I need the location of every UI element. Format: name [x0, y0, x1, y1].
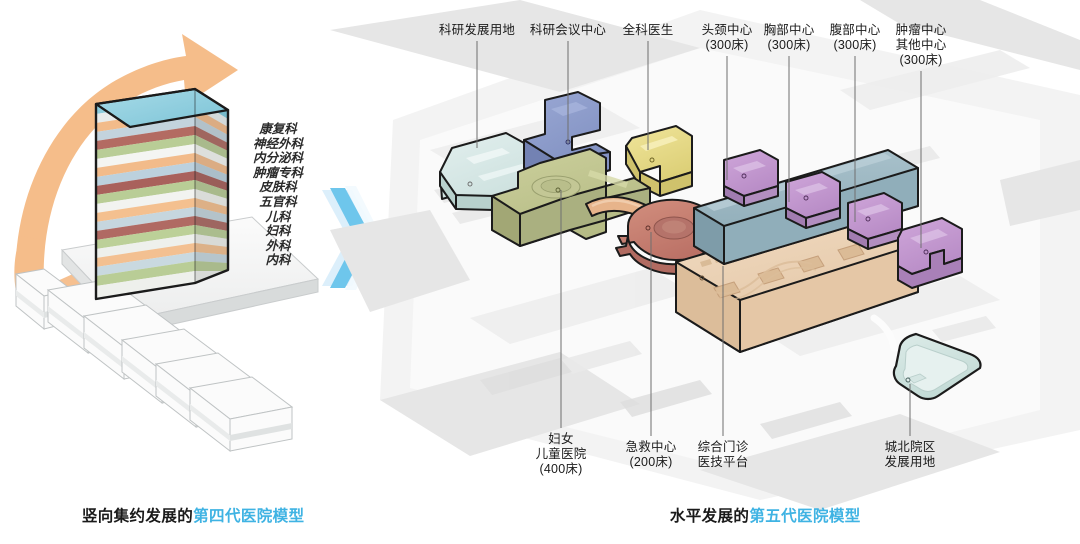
annotation-line: (300床) [833, 38, 877, 52]
annotation-line: (200床) [629, 455, 673, 469]
annotation-line: (300床) [899, 53, 943, 67]
right-caption-prefix: 水平发展的 [669, 508, 750, 525]
annotation-line: 肿瘤中心 [895, 23, 947, 37]
department-list: 康复科神经外科内分泌科肿瘤专科皮肤科五官科儿科妇科外科内科 [240, 122, 316, 268]
diagram-canvas: 康复科神经外科内分泌科肿瘤专科皮肤科五官科儿科妇科外科内科 竖向集约发展的第四代… [14, 0, 1080, 525]
ward-tower-head-neck [723, 149, 779, 207]
department-item: 神经外科 [252, 136, 303, 151]
annotation-line: 发展用地 [884, 455, 936, 469]
annotation-abdomen-center: 腹部中心(300床) [795, 23, 915, 53]
department-item: 外科 [265, 238, 291, 253]
annotation-line: 科研发展用地 [438, 23, 516, 37]
annotation-line: 儿童医院 [535, 447, 587, 461]
annotation-line: 医技平台 [697, 455, 749, 469]
building-north-campus-land [870, 314, 982, 401]
annotation-line: 城北院区 [884, 440, 936, 454]
annotation-tumor-other-center: 肿瘤中心其他中心(300床) [861, 23, 981, 68]
right-panel-graphic [330, 0, 1080, 510]
department-item: 肿瘤专科 [252, 165, 303, 180]
annotation-line: 科研会议中心 [529, 23, 607, 37]
annotation-research-center: 科研会议中心 [508, 23, 628, 38]
annotation-head-neck-center: 头颈中心(300床) [667, 23, 787, 53]
leader-lines-top [476, 41, 922, 248]
ward-towers-group [723, 149, 963, 289]
department-item: 儿科 [265, 209, 291, 224]
stacked-department-slab [94, 87, 230, 301]
annotation-line: (400床) [539, 462, 583, 476]
annotation-outpatient-platform: 综合门诊医技平台 [663, 440, 783, 470]
right-caption: 水平发展的第五代医院模型 [651, 486, 861, 544]
department-item: 康复科 [259, 122, 297, 136]
annotation-women-children-hospital: 妇女儿童医院(400床) [501, 432, 621, 477]
annotation-chest-center: 胸部中心(300床) [729, 23, 849, 53]
left-panel-graphic [14, 34, 320, 453]
annotation-line: 妇女 [548, 432, 574, 446]
right-caption-accent: 第五代医院模型 [749, 508, 861, 525]
annotation-emergency-center: 急救中心(200床) [591, 440, 711, 470]
annotation-line: 急救中心 [625, 440, 677, 454]
annotation-line: (300床) [705, 38, 749, 52]
leader-lines-bottom [560, 190, 911, 436]
department-item: 皮肤科 [259, 180, 297, 195]
department-item: 内科 [265, 253, 291, 268]
annotation-general-physician: 全科医生 [588, 23, 708, 38]
department-item: 五官科 [259, 194, 297, 209]
department-item: 妇科 [265, 224, 291, 239]
annotation-line: 头颈中心 [701, 23, 753, 37]
annotation-line: 胸部中心 [763, 23, 815, 37]
annotation-line: 全科医生 [622, 23, 674, 37]
annotation-line: 其他中心 [895, 38, 947, 52]
annotation-north-campus-land: 城北院区发展用地 [850, 440, 970, 470]
department-item: 内分泌科 [252, 151, 303, 166]
annotation-research-land: 科研发展用地 [417, 23, 537, 38]
ward-tower-abdomen [847, 192, 903, 250]
annotation-line: 综合门诊 [697, 440, 749, 454]
annotation-line: 腹部中心 [829, 23, 881, 37]
annotation-line: (300床) [767, 38, 811, 52]
ward-tower-tumor-other [897, 217, 963, 289]
ward-tower-chest [785, 171, 841, 229]
